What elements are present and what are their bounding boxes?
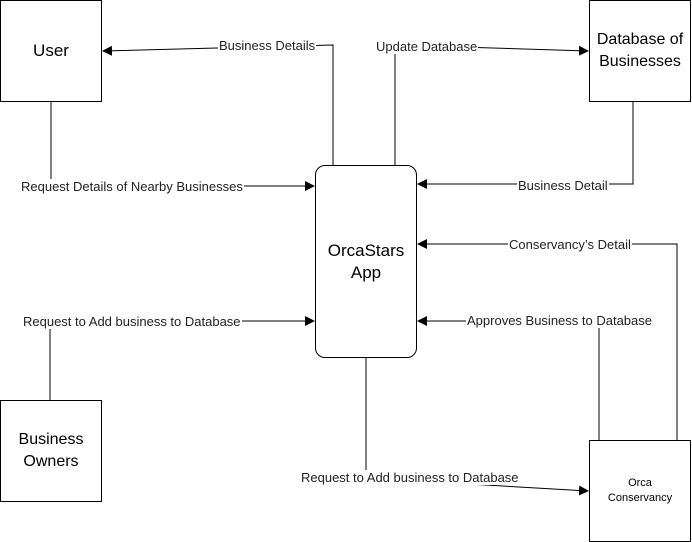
flow-update-database-line — [394, 44, 589, 165]
orca-conservancy-entity-label: Orca Conservancy — [607, 477, 673, 504]
flow-request-add-owner-line — [49, 316, 315, 400]
database-entity: Database of Businesses — [589, 0, 691, 102]
orcastars-app-process: OrcaStars App — [315, 165, 417, 358]
user-entity: User — [0, 0, 102, 102]
flow-label-request-add-app: Request to Add business to Database — [300, 470, 520, 485]
flow-label-business-details: Business Details — [218, 38, 317, 53]
user-entity-label: User — [33, 41, 69, 60]
flow-label-business-detail: Business Detail — [517, 178, 609, 193]
business-owners-entity-label: Business Owners — [18, 431, 84, 470]
flow-business-details-line — [102, 44, 334, 165]
flow-label-approves-business: Approves Business to Database — [466, 313, 653, 328]
flow-label-conservancy-detail: Conservancy’s Detail — [508, 237, 632, 252]
flow-label-update-database: Update Database — [375, 39, 479, 54]
flow-label-request-add-owner: Request to Add business to Database — [22, 314, 242, 329]
orcastars-app-process-label: OrcaStars App — [327, 240, 405, 282]
flow-approves-business-line — [417, 316, 600, 440]
flow-conservancy-detail-line — [417, 239, 678, 440]
orca-conservancy-entity: Orca Conservancy — [589, 440, 691, 542]
flow-request-nearby-line — [50, 102, 315, 191]
flow-label-request-nearby: Request Details of Nearby Businesses — [20, 179, 244, 194]
flow-business-detail-line — [417, 102, 634, 189]
business-owners-entity: Business Owners — [0, 400, 102, 502]
database-entity-label: Database of Businesses — [596, 31, 684, 70]
